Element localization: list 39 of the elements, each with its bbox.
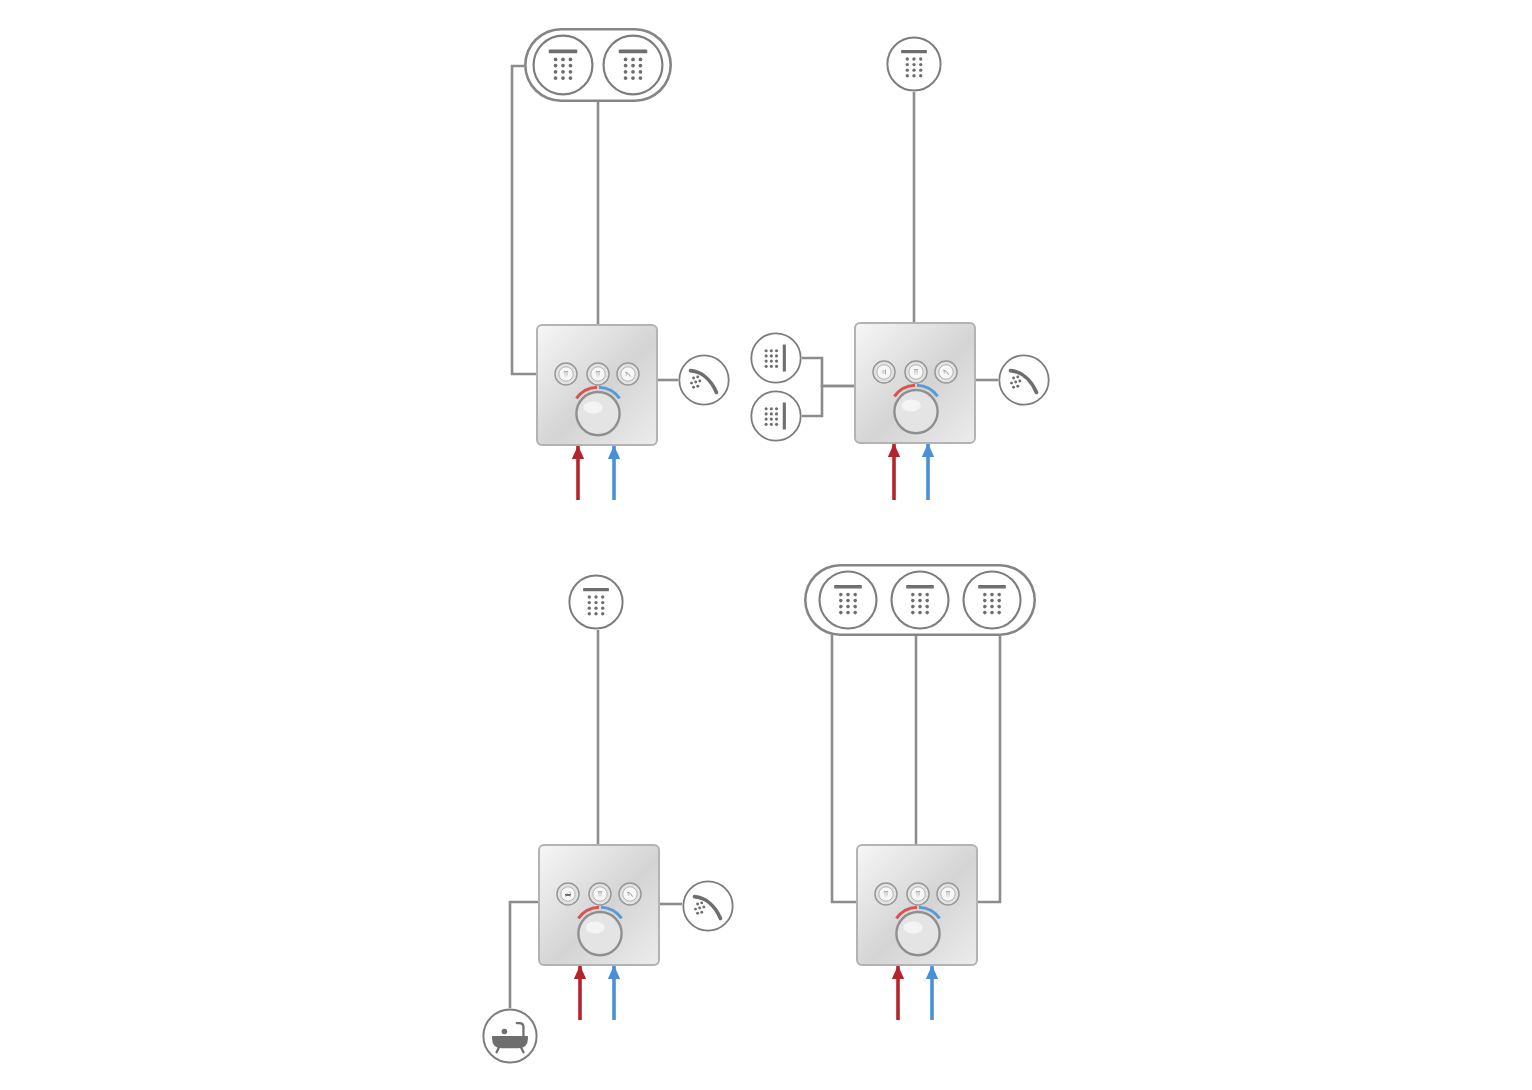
hand-shower-icon: [682, 880, 734, 932]
overhead-shower-icon: [890, 570, 950, 630]
pipe-line: [510, 64, 536, 376]
pipe-line: [802, 384, 854, 418]
flow-arrow: [925, 965, 939, 1020]
overhead-shower-icon: [602, 34, 664, 96]
pipe-line: [830, 635, 856, 904]
thermostat-panel: [536, 324, 658, 446]
thermostat-panel: [854, 322, 976, 444]
flow-arrow: [607, 445, 621, 500]
pipe-line: [508, 900, 538, 1008]
flow-arrow: [573, 965, 587, 1020]
body-spray-icon: [750, 390, 802, 442]
flow-arrow: [891, 965, 905, 1020]
overhead-shower-icon: [962, 570, 1022, 630]
hand-shower-icon: [678, 354, 730, 406]
overhead-shower-icon: [818, 570, 878, 630]
pipe-line: [978, 636, 1002, 904]
pipe-line: [912, 92, 916, 322]
overhead-shower-icon: [532, 34, 594, 96]
thermostat-panel: [538, 844, 660, 966]
pipe-line: [914, 636, 918, 844]
flow-arrow: [607, 965, 621, 1020]
pipe-line: [596, 630, 600, 844]
flow-arrow: [571, 445, 585, 500]
flow-arrow: [887, 443, 901, 500]
flow-arrow: [921, 443, 935, 500]
thermostat-panel: [856, 844, 978, 966]
pipe-line: [976, 378, 998, 382]
pipe-line: [660, 902, 682, 906]
body-spray-icon: [750, 332, 802, 384]
overhead-shower-icon: [568, 574, 624, 630]
outlet-group-frame: [804, 564, 1036, 636]
outlet-group-frame: [524, 28, 672, 102]
pipe-line: [596, 102, 600, 324]
bathtub-icon: [482, 1008, 538, 1064]
overhead-shower-icon: [886, 36, 942, 92]
pipe-line: [658, 378, 678, 382]
hand-shower-icon: [998, 354, 1050, 406]
